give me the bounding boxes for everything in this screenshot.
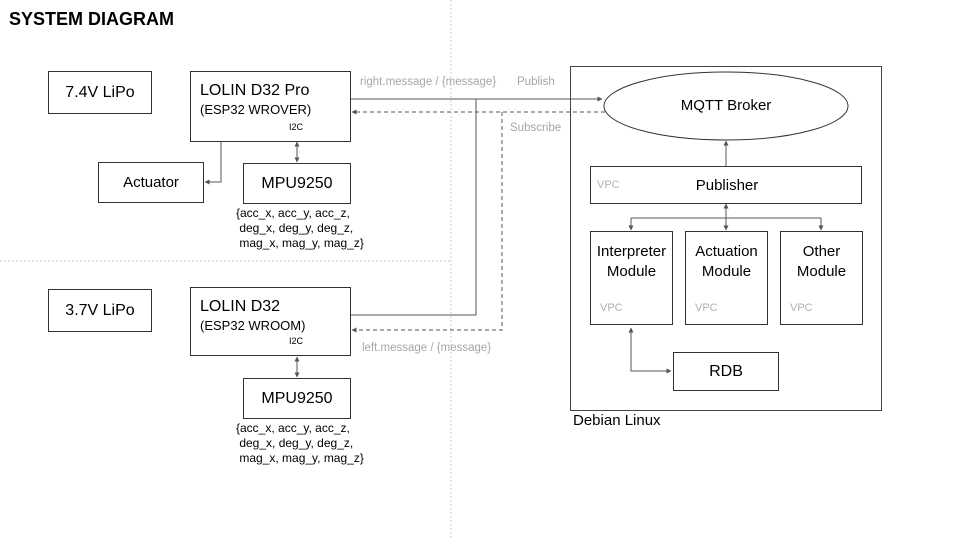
mpu9250-top-fields: {acc_x, acc_y, acc_z, deg_x, deg_y, deg_…	[236, 206, 364, 250]
subscribe-label: Subscribe	[510, 122, 562, 134]
battery-7v4: 7.4V LiPo	[48, 71, 152, 114]
page-title: SYSTEM DIAGRAM	[9, 9, 175, 29]
other-vpc: VPC	[790, 302, 813, 314]
interpreter-module-label: Interpreter Module	[596, 243, 667, 280]
mpu9250-top-box: MPU9250	[243, 163, 351, 204]
actuation-module-label: Actuation Module	[695, 243, 758, 280]
actuation-module-box: Actuation Module VPC	[685, 231, 768, 325]
lolin-d32-chip: (ESP32 WROOM)	[200, 318, 306, 333]
mqtt-broker-label: MQTT Broker	[680, 97, 772, 114]
lolin-d32-board: LOLIN D32 (ESP32 WROOM) I2C	[190, 287, 351, 356]
debian-linux-container	[570, 66, 882, 411]
battery-3v7: 3.7V LiPo	[48, 289, 152, 332]
lolin-d32-pro-i2c: I2C	[289, 122, 304, 132]
lolin-d32-i2c: I2C	[289, 336, 304, 346]
publisher-box: VPC Publisher	[590, 166, 862, 204]
mpu9250-bottom-fields: {acc_x, acc_y, acc_z, deg_x, deg_y, deg_…	[236, 421, 364, 465]
other-module-label: Other Module	[796, 243, 847, 280]
interpreter-rdb-connector	[628, 327, 672, 374]
lolin-d32-name: LOLIN D32	[200, 298, 281, 315]
actuator-box: Actuator	[98, 162, 204, 203]
bottom-subscribe-connector	[351, 112, 503, 333]
rdb-box: RDB	[673, 352, 779, 391]
right-topic-label: right.message / {message}	[360, 76, 497, 88]
other-module-box: Other Module VPC	[780, 231, 863, 325]
lolin-d32-pro-board: LOLIN D32 Pro (ESP32 WROVER) I2C	[190, 71, 351, 142]
mqtt-broker-shape	[603, 71, 849, 141]
bottom-publish-connector	[351, 99, 477, 316]
left-topic-label: left.message / {message}	[362, 342, 492, 354]
interpreter-vpc: VPC	[600, 302, 623, 314]
interpreter-module-box: Interpreter Module VPC	[590, 231, 673, 325]
actuation-vpc: VPC	[695, 302, 718, 314]
publisher-vpc: VPC	[597, 179, 620, 191]
board-to-actuator-connector	[204, 141, 222, 185]
lolin-d32-pro-name: LOLIN D32 Pro	[200, 82, 310, 99]
publish-label: Publish	[517, 76, 555, 88]
lolin-d32-pro-chip: (ESP32 WROVER)	[200, 102, 312, 117]
debian-linux-label: Debian Linux	[573, 412, 661, 429]
publisher-label: Publisher	[695, 177, 759, 194]
mpu9250-bottom-box: MPU9250	[243, 378, 351, 419]
